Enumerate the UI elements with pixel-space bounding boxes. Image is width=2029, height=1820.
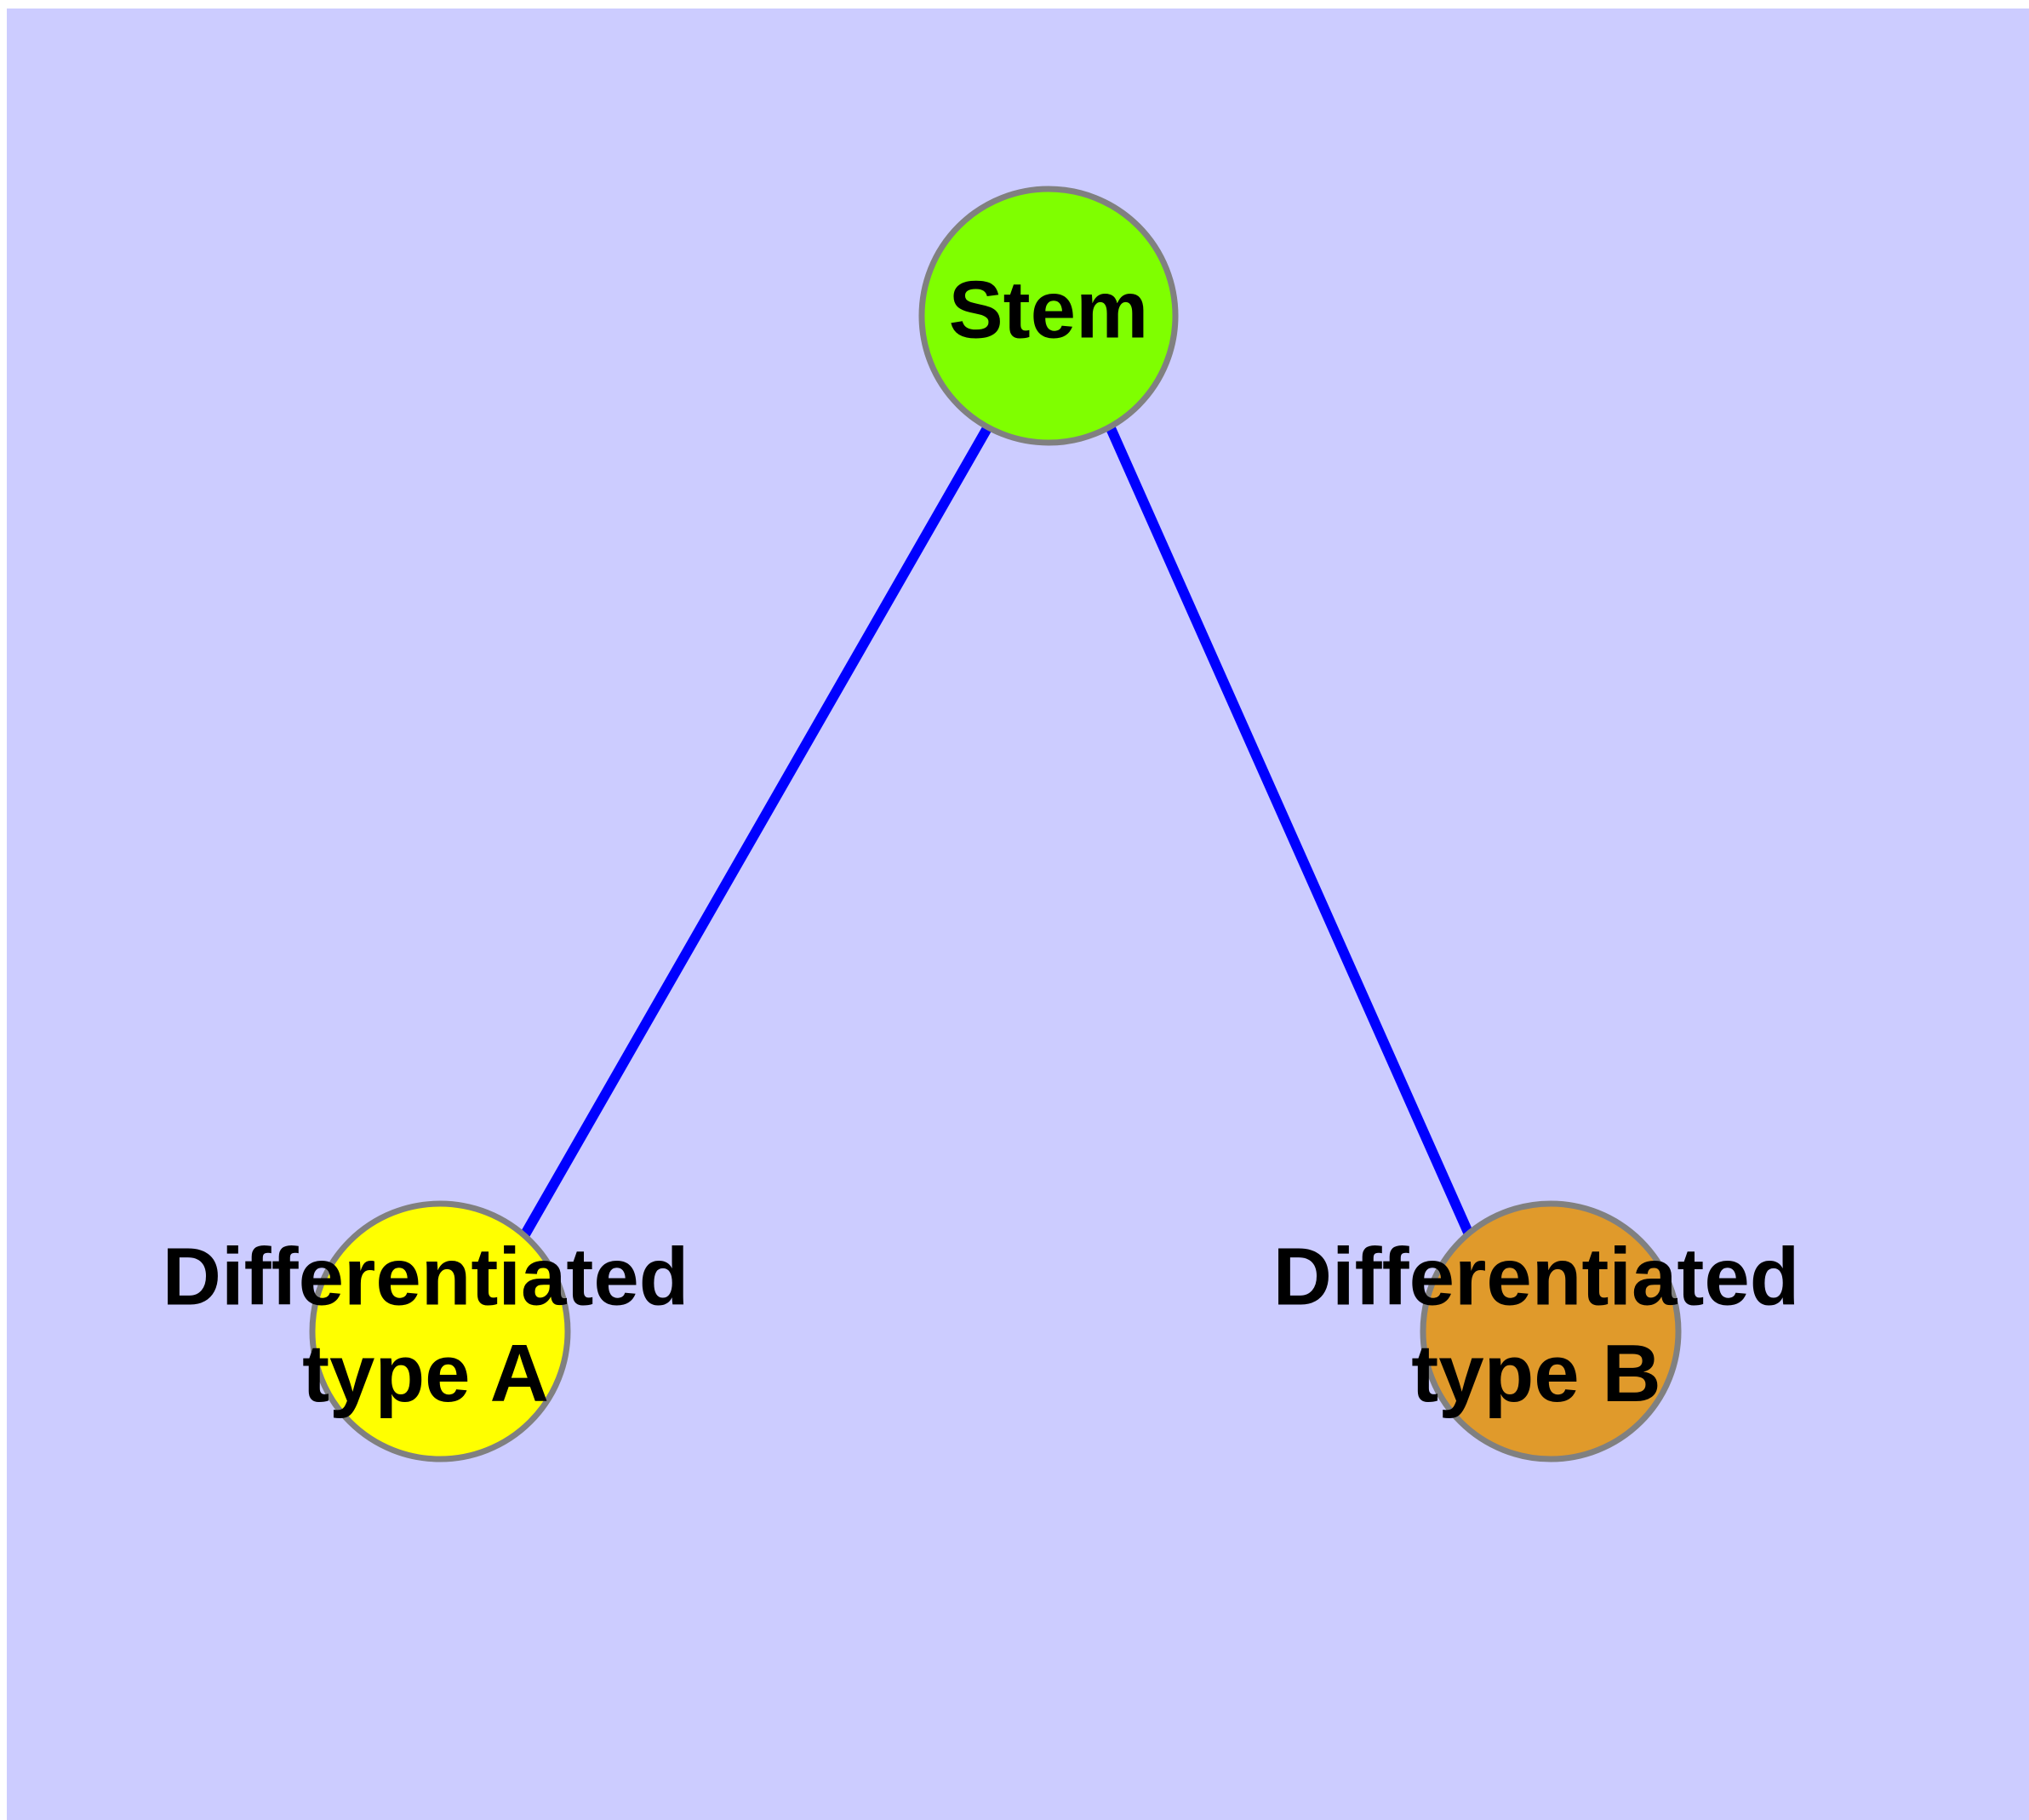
edges-group: [520, 426, 1474, 1237]
node-circle-diff_a[interactable]: [309, 1200, 571, 1462]
node-circle-diff_b[interactable]: [1420, 1200, 1682, 1462]
node-stem[interactable]: [918, 186, 1179, 446]
node-label-line-diff_b-0: Differentiated: [1273, 1232, 1800, 1323]
node-label-line-diff_a-1: type A: [302, 1328, 549, 1419]
edge-stem-diff-b[interactable]: [1106, 426, 1474, 1237]
node-label-line-stem-0: Stem: [949, 264, 1149, 355]
edge-stem-diff-a[interactable]: [520, 426, 992, 1237]
node-circle-stem[interactable]: [918, 186, 1179, 446]
node-diff_a[interactable]: [309, 1200, 571, 1462]
node-label-line-diff_b-1: type B: [1411, 1328, 1660, 1419]
node-diff_b[interactable]: [1420, 1200, 1682, 1462]
node-label-line-diff_a-0: Differentiated: [163, 1232, 689, 1323]
node-label-stem: Stem: [949, 264, 1149, 355]
